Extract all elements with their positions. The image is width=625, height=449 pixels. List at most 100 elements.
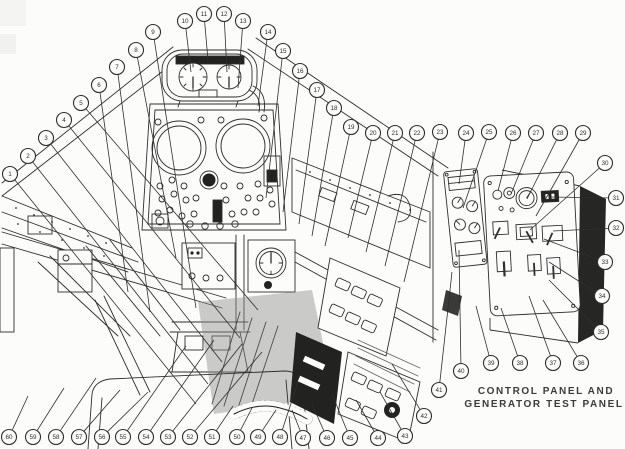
callout-number: 49 [254,434,262,441]
leader-line [475,305,490,356]
callout-number: 8 [134,47,138,54]
callout-circle [291,62,309,80]
callout-number: 34 [598,293,606,300]
callout-circle [308,81,326,99]
callout-circle [294,429,312,447]
leader-line [500,307,518,357]
callout-51: 51 [203,405,234,446]
callout-31: 31 [548,189,625,207]
callout-number: 30 [601,160,609,167]
leader-line [68,125,241,339]
callout-number: 23 [436,129,444,136]
leader-line [194,351,263,432]
callout-circle [234,12,252,30]
callout-circle [19,147,37,165]
callout-circle [72,94,90,112]
caption-line-2: GENERATOR TEST PANEL [464,399,623,410]
leader-line [265,58,283,199]
callout-number: 53 [164,434,172,441]
callout-circle [596,154,614,172]
callout-14: 14 [257,23,277,107]
leader-line [548,261,596,293]
console-knobs [151,170,276,230]
callout-circle [70,428,88,446]
callout-45: 45 [331,393,359,447]
callout-36: 36 [542,299,590,372]
leader-line [99,92,129,293]
callout-number: 18 [330,105,338,112]
callout-58: 58 [47,377,97,446]
callout-18: 18 [311,99,343,237]
callout-23: 23 [403,123,449,283]
callout-number: 24 [462,130,470,137]
leader-line [510,139,534,195]
corrugated-hose [228,400,313,425]
leader-line [153,39,197,309]
callout-number: 25 [485,129,493,136]
callout-5: 5 [72,94,259,311]
callout-circle [607,189,625,207]
callout-number: 56 [98,434,106,441]
leader-line [117,74,151,313]
leader-line [149,339,215,432]
callout-number: 28 [556,130,564,137]
callout-circle [195,5,213,23]
callout-number: 40 [457,368,465,375]
callout-number: 51 [208,434,216,441]
callout-circle [47,428,65,446]
caption-line-1: CONTROL PANEL AND [478,386,614,397]
callout-7: 7 [108,58,151,313]
leader-line [83,389,121,432]
callout-39: 39 [475,305,500,372]
callout-20: 20 [347,124,382,239]
callout-number: 13 [239,18,247,25]
callout-number: 11 [201,11,208,18]
gauge-pod [161,49,265,113]
panel-mounting-foot [442,290,462,316]
callout-number: 2 [26,153,30,160]
callout-57: 57 [70,389,121,446]
callout-circle [596,253,614,271]
callout-circle [431,123,449,141]
callout-circle [544,354,562,372]
callout-circle [342,118,360,136]
callout-number: 29 [579,130,587,137]
leader-line [347,140,372,239]
leader-line [529,167,600,231]
leader-line [282,78,300,213]
callout-number: 7 [115,64,119,71]
callout-12: 12 [215,5,233,73]
callout-number: 52 [186,434,194,441]
callout-number: 12 [220,11,228,18]
callout-number: 22 [413,130,421,137]
callout-circle [318,429,336,447]
callout-32: 32 [552,219,625,237]
callout-43: 43 [379,391,414,445]
callout-circle [430,381,448,399]
callout-number: 42 [420,413,428,420]
leader-line [261,409,277,432]
callout-number: 47 [299,435,307,442]
leader-line [552,228,609,232]
leader-line [311,403,325,432]
leader-line [543,238,599,260]
callout-circle [527,124,545,142]
leader-line [535,139,580,217]
leader-line [185,28,192,73]
callout-number: 44 [374,435,382,442]
callout-55: 55 [114,345,187,446]
callout-number: 59 [29,434,37,441]
callout-8: 8 [127,41,177,259]
callout-number: 57 [75,434,83,441]
callout-number: 36 [577,360,585,367]
leader-line [291,409,301,432]
leader-line [462,138,487,209]
callout-number: 17 [313,87,321,94]
main-console [141,103,287,231]
callout-circle [137,428,155,446]
callout-22: 22 [384,124,426,267]
leader-line [172,343,243,432]
callout-59: 59 [24,387,65,446]
